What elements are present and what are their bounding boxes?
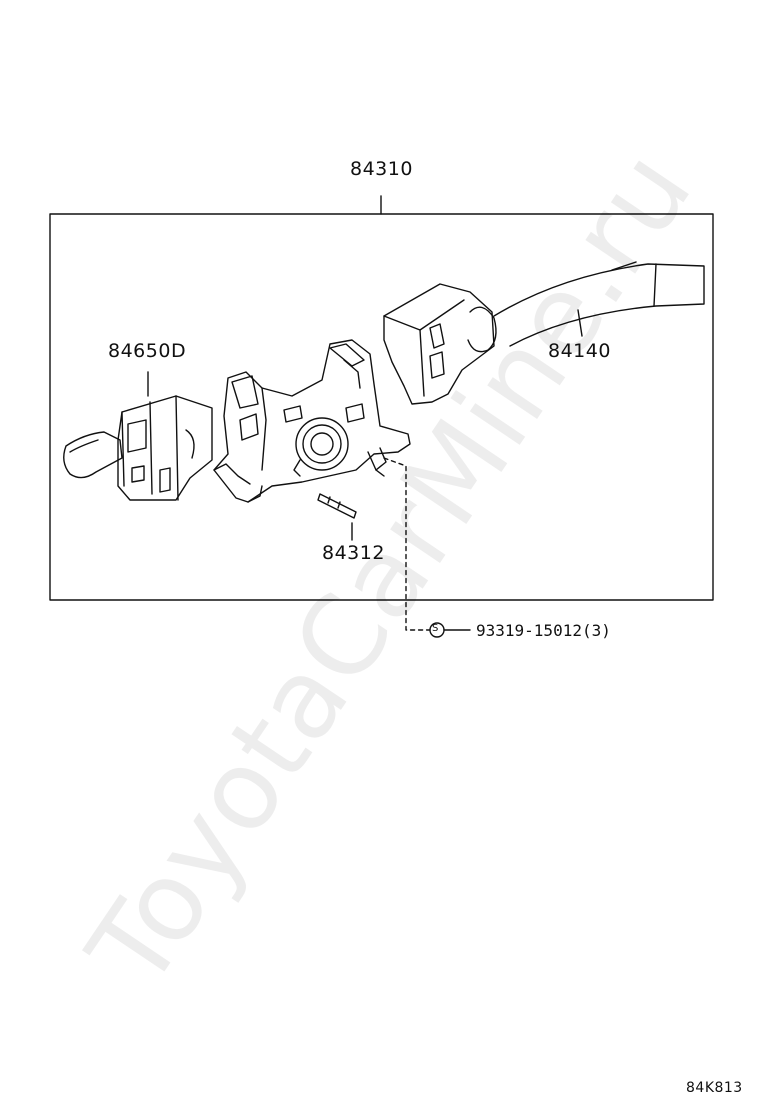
assembly-frame bbox=[49, 195, 714, 601]
right-switch-drawing bbox=[383, 261, 705, 405]
label-assembly: 84310 bbox=[350, 158, 413, 180]
label-right-switch: 84140 bbox=[548, 340, 611, 362]
diagram-code: 84K813 bbox=[686, 1080, 743, 1096]
label-pin: 84312 bbox=[322, 542, 385, 564]
left-switch-drawing bbox=[63, 371, 213, 501]
label-screw-ref: 93319-15012(3) bbox=[476, 621, 611, 640]
label-left-switch: 84650D bbox=[108, 340, 187, 362]
screw-symbol: S bbox=[432, 623, 439, 634]
pin-drawing bbox=[317, 493, 357, 541]
center-body-drawing bbox=[213, 339, 411, 503]
screw-leader bbox=[383, 457, 471, 638]
